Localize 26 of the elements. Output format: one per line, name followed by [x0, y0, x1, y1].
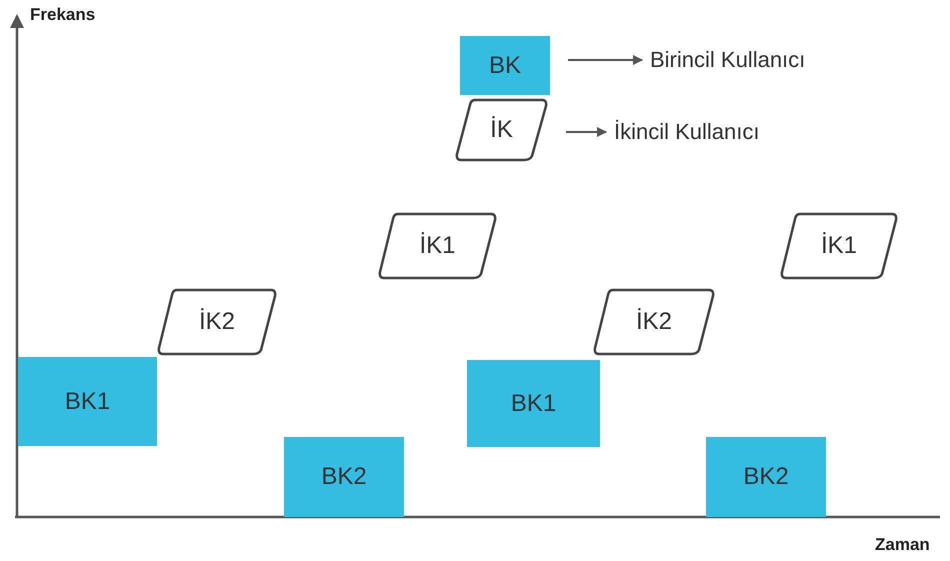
- block-label: İK2: [636, 308, 672, 336]
- axis-label: Frekans: [30, 5, 96, 25]
- block-label: BK2: [743, 463, 789, 491]
- arrow: [568, 55, 643, 65]
- arrow: [566, 127, 607, 137]
- secondary-user-block: [378, 212, 497, 280]
- primary-user-block: [706, 437, 826, 517]
- block-label: İK1: [419, 232, 456, 260]
- legend-text: Birincil Kullanıcı: [650, 47, 806, 73]
- block-label: BK: [488, 52, 521, 80]
- block-label: BK1: [64, 388, 110, 416]
- block-label: İK1: [820, 232, 858, 260]
- primary-user-block: [284, 437, 404, 517]
- secondary-user-block: [157, 288, 277, 356]
- primary-user-block: [460, 36, 550, 95]
- secondary-user-block: [593, 288, 715, 356]
- block-label: İK: [490, 116, 513, 144]
- secondary-user-block: [780, 212, 898, 280]
- primary-user-block: [18, 357, 157, 446]
- axis-label: Zaman: [875, 535, 930, 555]
- legend-text: İkincil Kullanıcı: [614, 119, 760, 145]
- block-label: BK1: [510, 390, 556, 418]
- secondary-user-block: [455, 98, 548, 162]
- block-label: İK2: [198, 308, 236, 336]
- block-label: BK2: [321, 463, 367, 491]
- primary-user-block: [467, 360, 600, 447]
